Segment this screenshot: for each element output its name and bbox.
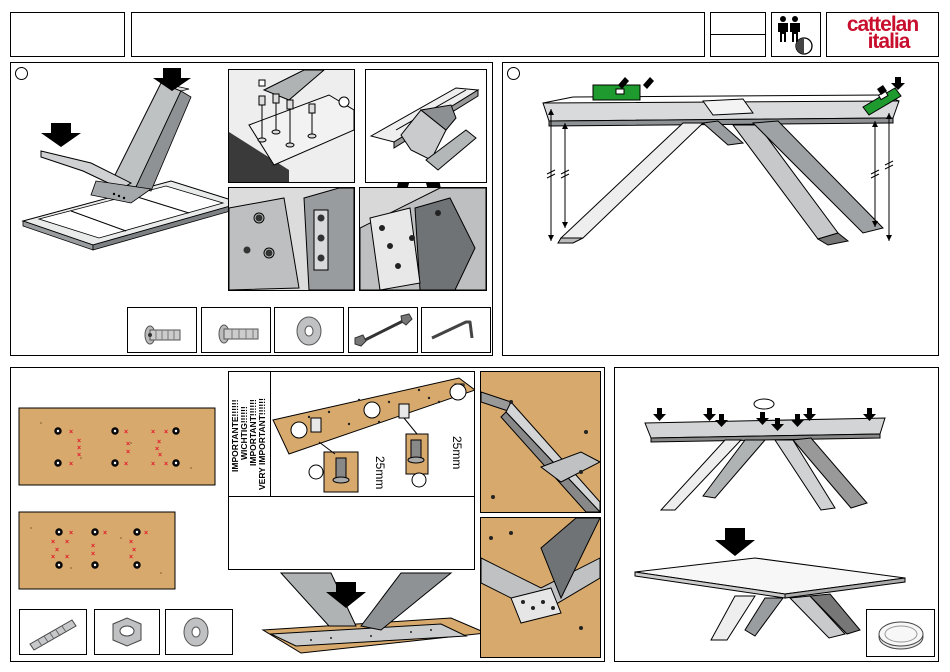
hex-socket-screw-icon	[202, 308, 270, 352]
wrench-icon	[349, 308, 417, 352]
panel-3-top-fixing: ××××× ×××× ××××××× ×××××× ××× ×××× IMPOR…	[10, 367, 605, 662]
hardware-hex-socket-screw	[201, 307, 271, 353]
header-info-box	[771, 12, 821, 57]
hardware-hex-nut	[94, 609, 160, 655]
panel-2-leveling	[502, 62, 939, 356]
washer-icon	[166, 610, 232, 654]
detail-frame-underside	[365, 69, 487, 183]
brand-logo-line2: italia	[833, 32, 944, 52]
hardware-washer-small	[165, 609, 233, 655]
hardware-felt-pad	[866, 609, 935, 657]
panel-1-frame-mounting	[10, 62, 493, 356]
round-head-screw-icon	[128, 308, 196, 352]
down-arrow-icon	[41, 123, 81, 147]
header-brand-box: cattelan italia	[826, 12, 939, 57]
half-filled-circle-icon	[772, 13, 820, 56]
hex-key-icon	[422, 308, 490, 352]
hex-nut-icon	[95, 610, 159, 654]
header-code-box	[710, 12, 766, 57]
felt-pad-icon	[867, 610, 934, 656]
header-blank-box-left	[10, 12, 125, 57]
header-code-divider	[711, 34, 765, 35]
down-arrow-icon	[715, 528, 755, 556]
header-title-box	[131, 12, 705, 57]
hardware-round-head-screw	[127, 307, 197, 353]
threaded-rod-icon	[20, 610, 86, 654]
panel-4-glass-top	[614, 367, 939, 662]
detail-bolts-side-view	[228, 187, 355, 291]
hardware-hex-key	[421, 307, 491, 353]
hardware-wrench	[348, 307, 418, 353]
detail-frame-on-board-top	[480, 371, 601, 513]
detail-screws-top-view	[228, 69, 355, 183]
detail-leg-bolted-to-board	[480, 517, 601, 658]
table-leveling-illustration	[503, 63, 940, 357]
hardware-washer	[274, 307, 344, 353]
hardware-threaded-rod	[19, 609, 87, 655]
washer-icon	[275, 308, 343, 352]
detail-bolts-leg-joint	[359, 187, 487, 291]
